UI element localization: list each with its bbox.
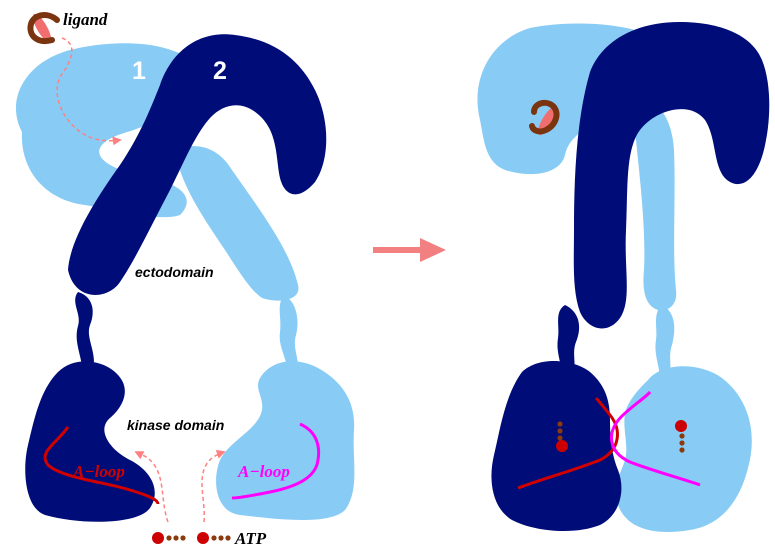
a-loop-right-label: A−loop [237,462,290,481]
right-panel [477,22,769,532]
atp-molecule-right [197,532,231,544]
atp-label: ATP [234,529,267,548]
monomer-1-kinase-domain [216,361,354,520]
active-monomer-1-stalk [634,100,677,310]
kinase-domain-label: kinase domain [127,417,224,433]
a-loop-left-label: A−loop [72,462,125,481]
ectodomain-label: ectodomain [135,264,214,280]
monomer-1-linker [280,296,299,372]
monomer-2-linker [75,292,94,366]
ligand-label: ligand [63,10,108,29]
monomer-1-label: 1 [132,57,146,85]
active-monomer-1-linker [655,305,674,376]
monomer-2-kinase-domain [25,361,155,521]
transition-arrow [373,238,446,262]
ligand-glyph [30,12,57,45]
monomer-2-label: 2 [213,57,227,85]
left-panel: 1 2 ectodomain kinase domain A−loop A−lo… [16,10,354,548]
atp-molecule-left [152,532,186,544]
